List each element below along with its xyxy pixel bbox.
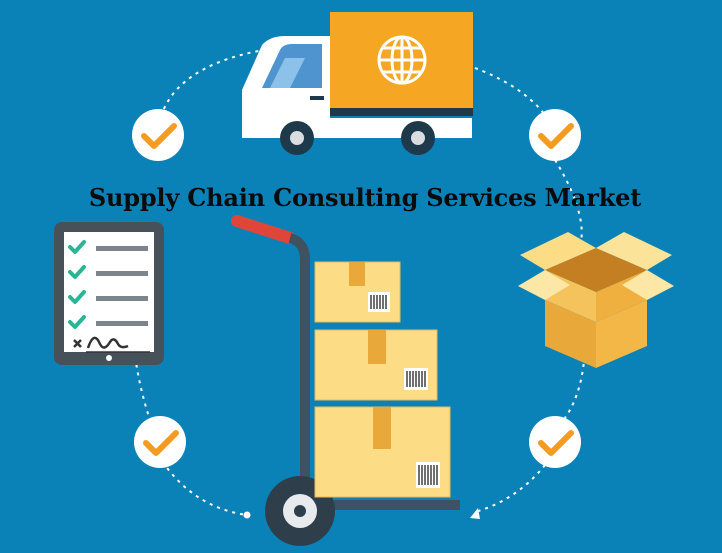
checkmark-icon (529, 416, 581, 468)
cardboard-box (314, 329, 438, 401)
page-title: Supply Chain Consulting Services Market (88, 183, 642, 212)
cardboard-box (314, 406, 451, 498)
checkmark-icon (132, 109, 184, 161)
checkmark-icon (134, 416, 186, 468)
truck-icon (242, 12, 473, 155)
globe-icon (377, 35, 427, 85)
cardboard-box (314, 261, 401, 323)
hand-truck-icon (231, 215, 460, 546)
path-arrow (470, 508, 480, 519)
box-icon (518, 232, 674, 368)
tablet-checklist-icon (54, 222, 164, 365)
checkmark-icon (529, 109, 581, 161)
path-end-dot (243, 511, 251, 519)
